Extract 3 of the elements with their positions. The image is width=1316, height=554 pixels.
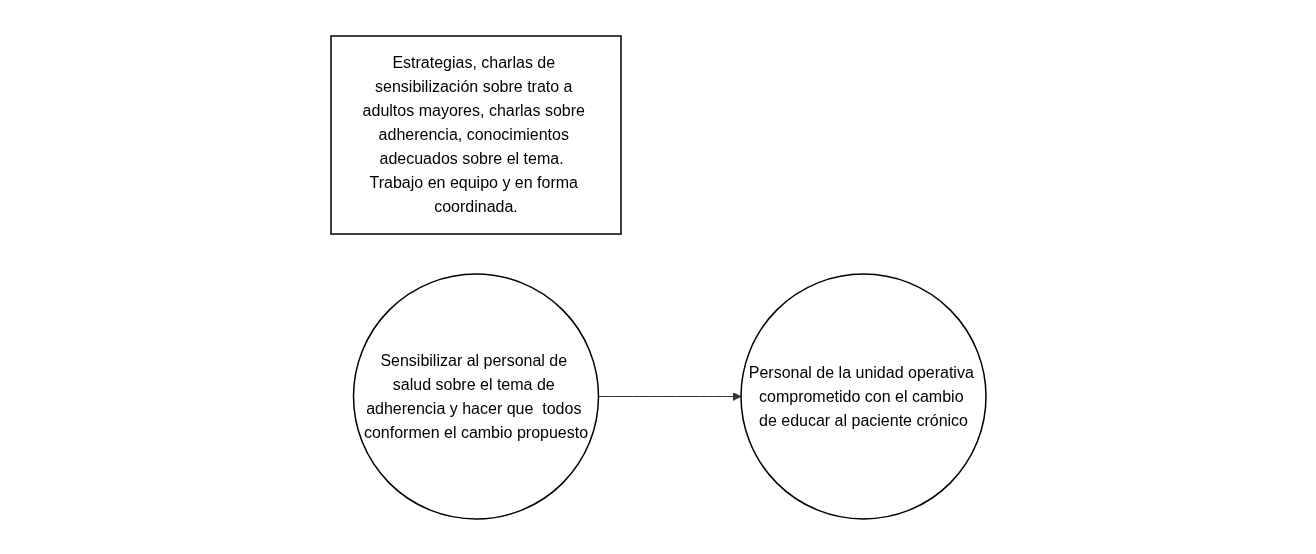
- node-circle: Personal de la unidad operativa comprometido con el cambio de educar al paciente crónico: [739, 272, 987, 520]
- node-box: Estrategias, charlas de sensibilización sobre trato a adultos mayores, charlas sobre adherencia, conocimientos adecuados sobre el tema. Trabajo en equipo y en forma coordinada.: [329, 34, 622, 235]
- node-circle: Sensibilizar al personal de salud sobre el tema de adherencia y hacer que todos conformen el cambio propuesto: [352, 272, 599, 520]
